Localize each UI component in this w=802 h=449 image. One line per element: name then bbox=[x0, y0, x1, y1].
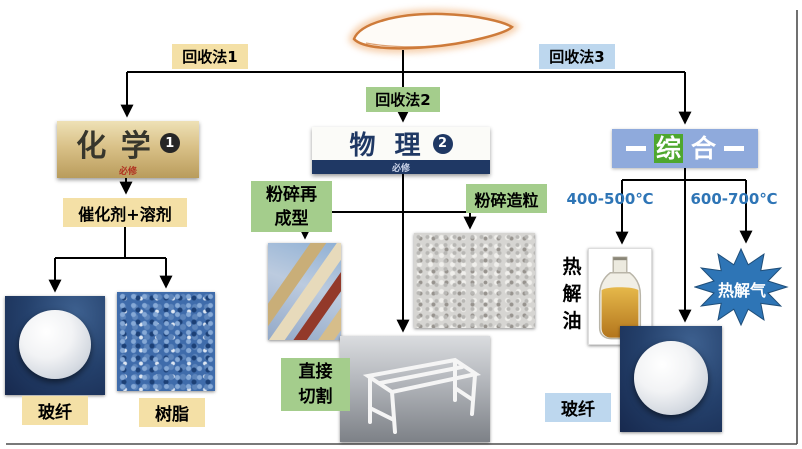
physics-number-badge: 2 bbox=[432, 133, 453, 154]
glass-fiber-ball bbox=[19, 309, 91, 380]
glass-fiber-ball bbox=[634, 340, 708, 416]
blade-airfoil-icon bbox=[348, 8, 520, 54]
route-label-method2: 回收法2 bbox=[366, 87, 440, 112]
comprehensive-title-char2: 合 bbox=[691, 134, 717, 163]
route-label-method3: 回收法3 bbox=[539, 44, 615, 69]
catalyst-solvent-label: 催化剂+溶剂 bbox=[63, 198, 187, 227]
chemistry-title: 化 学 bbox=[76, 129, 153, 164]
pyrolysis-gas-label: 热解气 bbox=[717, 281, 766, 300]
physics-book-cover: 物 理 2 必修 bbox=[312, 127, 490, 174]
physics-subtitle-band: 必修 bbox=[312, 160, 490, 174]
glass-fiber-photo-right bbox=[620, 326, 722, 432]
glass-fiber-label-right: 玻纤 bbox=[545, 393, 611, 422]
connector-lines bbox=[48, 50, 753, 333]
comprehensive-title-char1: 综 bbox=[653, 134, 683, 163]
pyrolysis-oil-label: 热解油 bbox=[557, 252, 587, 338]
pyrolysis-gas-burst: 热解气 bbox=[694, 247, 790, 331]
burst-shape bbox=[694, 247, 789, 327]
glass-fiber-photo-left bbox=[5, 296, 105, 395]
crush-granulate-label: 粉碎造粒 bbox=[466, 184, 547, 213]
temperature-low-label: 400-500℃ bbox=[566, 190, 654, 208]
resin-granules-photo bbox=[117, 292, 215, 391]
oil-bottle bbox=[598, 256, 642, 340]
temperature-high-label: 600-700℃ bbox=[690, 190, 778, 208]
frame-structure bbox=[362, 357, 482, 434]
cut-frame-photo bbox=[340, 336, 490, 442]
resin-label: 树脂 bbox=[139, 398, 205, 427]
granulate-photo bbox=[414, 233, 535, 328]
recycled-profiles-photo bbox=[268, 243, 341, 340]
chemistry-subtitle: 必修 bbox=[118, 167, 137, 177]
crush-reshape-label: 粉碎再成型 bbox=[251, 181, 332, 232]
physics-title: 物 理 bbox=[349, 131, 426, 161]
chemistry-book-cover: 化 学 1 必修 bbox=[57, 121, 199, 178]
left-dash bbox=[625, 146, 646, 151]
comprehensive-header: 综 合 bbox=[612, 129, 758, 168]
direct-cut-label: 直接切割 bbox=[281, 358, 350, 411]
right-dash bbox=[724, 146, 745, 151]
route-label-method1: 回收法1 bbox=[172, 44, 248, 69]
chemistry-number-badge: 1 bbox=[159, 133, 180, 153]
glass-fiber-label-left: 玻纤 bbox=[22, 396, 88, 425]
page-border bbox=[6, 10, 798, 445]
